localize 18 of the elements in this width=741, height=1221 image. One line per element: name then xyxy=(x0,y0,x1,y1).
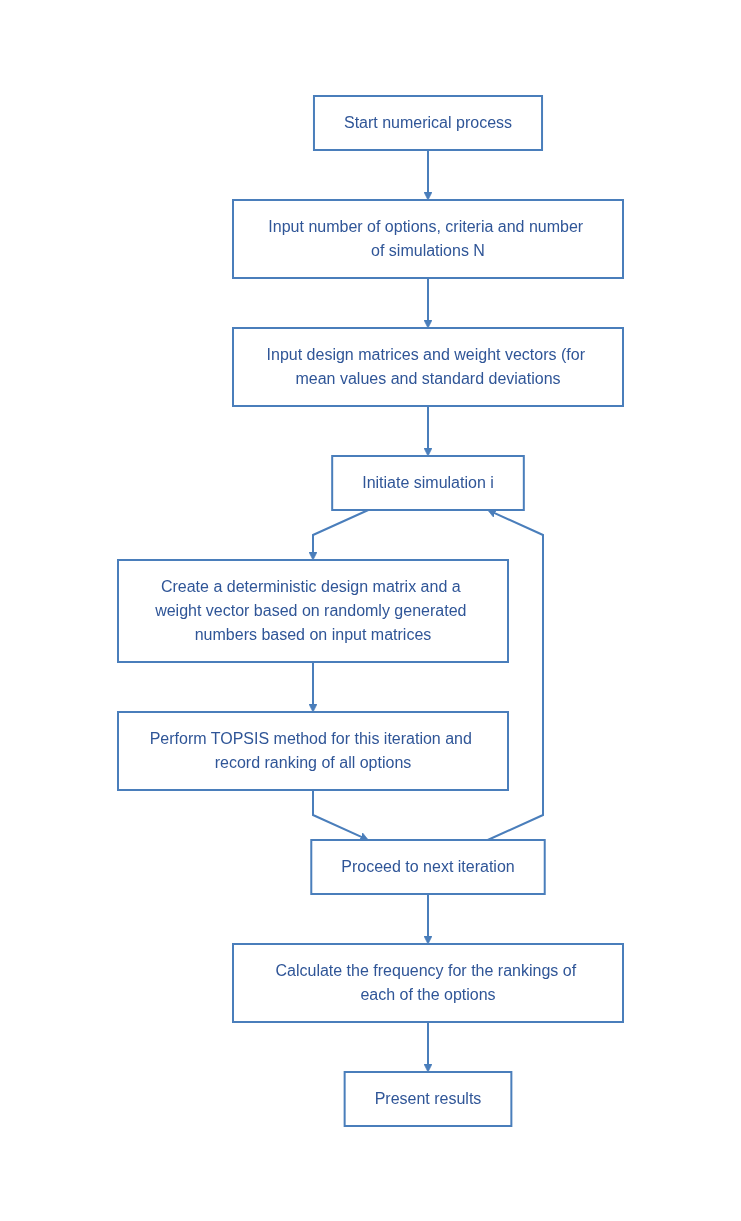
node-box: Create a deterministic design matrix and a weight vector based on randomly generated numbers based on input matrices xyxy=(117,558,509,663)
node-box: Perform TOPSIS method for this iteration and record ranking of all options xyxy=(117,710,509,791)
arrow xyxy=(423,404,433,456)
arrow xyxy=(423,276,433,328)
arrow xyxy=(486,508,544,841)
node-box: Initiate simulation i xyxy=(331,454,525,511)
arrow xyxy=(308,660,318,712)
node-box: Proceed to next iteration xyxy=(310,838,546,895)
node-box: Calculate the frequency for the rankings of each of the options xyxy=(232,942,624,1023)
node-box: Input design matrices and weight vectors (for mean values and standard deviations xyxy=(232,326,624,407)
arrow xyxy=(423,148,433,200)
arrow xyxy=(423,892,433,944)
arrow xyxy=(423,1020,433,1072)
node-box: Input number of options, criteria and number of simulations N xyxy=(232,198,624,279)
node-box: Start numerical process xyxy=(312,94,544,151)
arrow xyxy=(312,788,369,841)
node-box: Present results xyxy=(343,1070,513,1127)
arrow xyxy=(308,508,370,560)
